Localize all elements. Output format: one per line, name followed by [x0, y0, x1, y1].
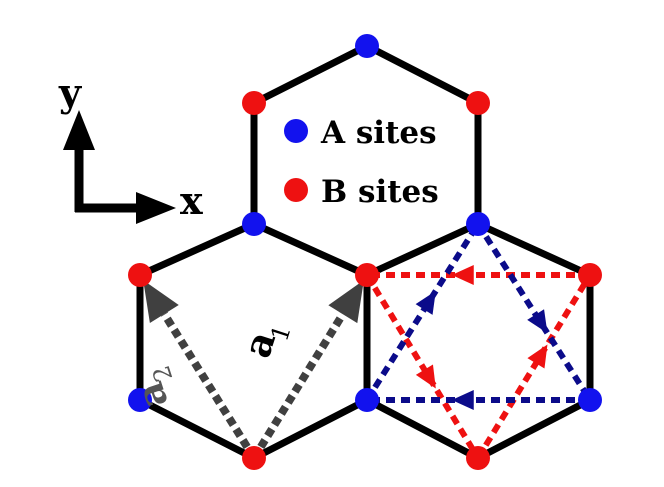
legend-a-site-label: A sites [320, 115, 437, 151]
b-hopping-3 [367, 265, 590, 285]
legend-a-site-dot [284, 119, 308, 143]
x-axis-arrowhead [136, 192, 176, 224]
b-hopping-1-arrowhead [415, 364, 436, 389]
x-axis-label: x [180, 178, 203, 223]
vector-a2 [143, 280, 258, 461]
b-hopping-2 [475, 273, 593, 460]
bond-10 [250, 396, 371, 462]
a-site-c2 [355, 388, 379, 412]
a-site-l2 [128, 388, 152, 412]
a-hopping-1 [475, 222, 593, 402]
a-hopping-1-arrowhead [527, 309, 548, 334]
legend-b-site-dot [284, 178, 308, 202]
b-hopping-1-dash [364, 273, 481, 460]
b-site-l1 [128, 263, 152, 287]
legend: A sites B sites [284, 115, 439, 210]
a-hopping-1-dash [475, 222, 593, 402]
a-site-mr [466, 212, 490, 236]
b-site-ur [466, 91, 490, 115]
y-axis-arrowhead [63, 110, 95, 150]
vector-labels: a 1 a 2 [126, 321, 296, 414]
vector-a2-subscript: 2 [147, 362, 178, 385]
bonds [136, 42, 594, 462]
bond-14 [474, 396, 594, 462]
vector-a1-arrowhead [328, 280, 364, 324]
a-hopping-2-arrowhead [451, 390, 474, 410]
bond-9 [136, 396, 258, 462]
b-hopping-3-arrowhead [451, 265, 474, 285]
a-hopping-3-dash [364, 222, 481, 402]
vector-a1-shaft [250, 312, 347, 461]
b-site-ul [242, 91, 266, 115]
bond-7 [136, 220, 258, 279]
lattice-sites [128, 34, 602, 470]
bond-2 [363, 42, 482, 107]
b-hopping-2-arrowhead [527, 344, 548, 369]
coordinate-axes: y x [58, 70, 203, 224]
bond-1 [250, 42, 371, 107]
bond-5 [250, 220, 371, 279]
a-hopping-2 [367, 390, 590, 410]
bond-6 [363, 220, 482, 279]
a-site-r2 [578, 388, 602, 412]
b-site-r1 [578, 263, 602, 287]
vector-a2-shaft [160, 311, 258, 461]
legend-b-site-label: B sites [321, 174, 439, 210]
b-site-c [355, 263, 379, 287]
hopping-paths [364, 222, 593, 460]
b-site-br [466, 446, 490, 470]
vector-a2-arrowhead [143, 280, 179, 324]
b-hopping-2-dash [475, 273, 593, 460]
a-site-ml [242, 212, 266, 236]
a-site-top [355, 34, 379, 58]
lattice-vectors [143, 280, 364, 461]
bond-15 [363, 396, 482, 462]
a-hopping-3 [364, 222, 481, 402]
b-site-bl [242, 446, 266, 470]
y-axis-label: y [58, 70, 82, 115]
a-hopping-3-arrowhead [415, 290, 436, 315]
b-hopping-1 [364, 273, 481, 460]
bond-12 [474, 220, 594, 279]
vector-a1 [250, 280, 364, 461]
